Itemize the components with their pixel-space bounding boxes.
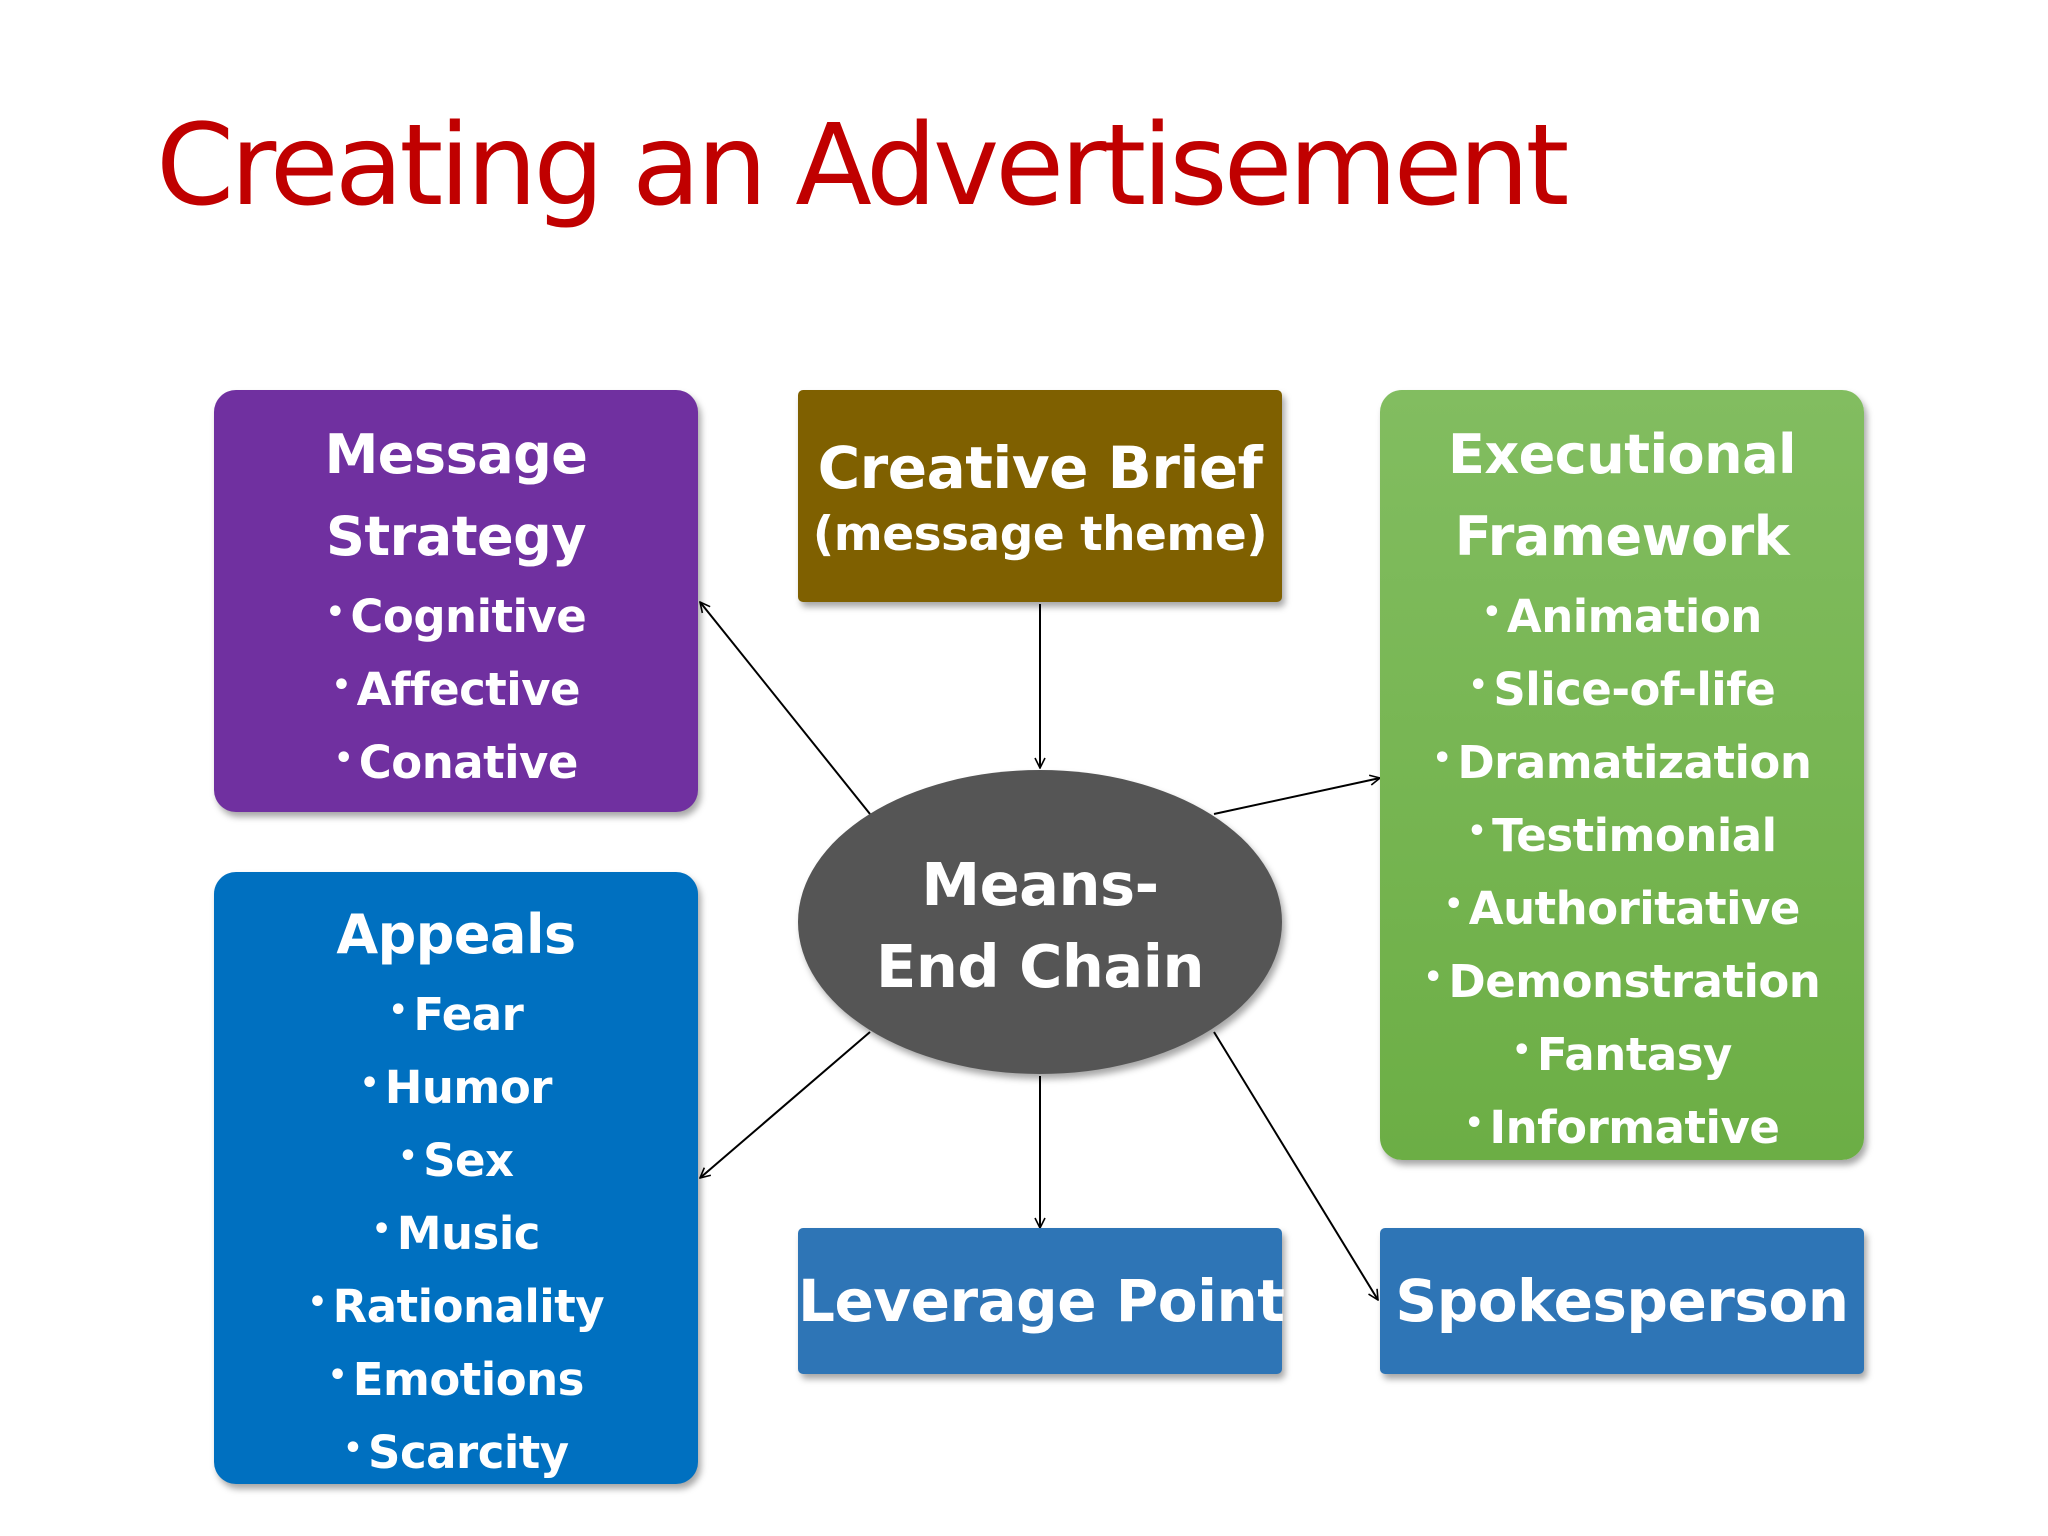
- list-item: Testimonial: [1380, 797, 1864, 870]
- message-strategy-box: Message Strategy Cognitive Affective Con…: [214, 390, 698, 812]
- list-item: Affective: [214, 651, 698, 724]
- spokesperson-box: Spokesperson: [1380, 1228, 1864, 1374]
- leverage-point-box: Leverage Point: [798, 1228, 1285, 1374]
- executional-framework-heading-line2: Framework: [1454, 505, 1790, 568]
- list-item: Authoritative: [1380, 870, 1864, 943]
- appeals-heading: Appeals: [336, 903, 576, 966]
- list-item: Fear: [214, 976, 698, 1049]
- message-strategy-heading-line1: Message: [324, 423, 588, 486]
- creative-brief-title: Creative Brief: [817, 434, 1263, 502]
- list-item: Informative: [1380, 1089, 1864, 1162]
- arrow-to-appeals: [700, 1031, 871, 1178]
- list-item: Demonstration: [1380, 943, 1864, 1016]
- appeals-box: Appeals Fear Humor Sex Music Rationality…: [214, 872, 698, 1484]
- list-item: Conative: [214, 724, 698, 797]
- message-strategy-heading-line2: Strategy: [325, 505, 587, 568]
- list-item: Slice-of-life: [1380, 651, 1864, 724]
- arrow-to-executional-framework: [1213, 778, 1380, 815]
- list-item: Humor: [214, 1049, 698, 1122]
- means-end-chain-line2: End Chain: [876, 932, 1204, 1001]
- list-item: Scarcity: [214, 1414, 698, 1487]
- slide-title: Creating an Advertisement: [156, 101, 1569, 231]
- list-item: Fantasy: [1380, 1016, 1864, 1089]
- list-item: Dramatization: [1380, 724, 1864, 797]
- list-item: Cognitive: [214, 578, 698, 651]
- creative-brief-subtitle: (message theme): [812, 507, 1268, 562]
- list-item: Rationality: [214, 1268, 698, 1341]
- list-item: Music: [214, 1195, 698, 1268]
- creative-brief-box: Creative Brief (message theme): [798, 390, 1282, 602]
- list-item: Emotions: [214, 1341, 698, 1414]
- executional-framework-heading-line1: Executional: [1447, 423, 1797, 486]
- message-strategy-list: Cognitive Affective Conative: [214, 578, 698, 797]
- means-end-chain-ellipse: Means- End Chain: [798, 770, 1282, 1074]
- arrow-to-message-strategy: [700, 602, 871, 815]
- means-end-chain-line1: Means-: [921, 850, 1159, 919]
- executional-framework-box: Executional Framework Animation Slice-of…: [1380, 390, 1864, 1160]
- executional-framework-list: Animation Slice-of-life Dramatization Te…: [1380, 578, 1864, 1162]
- appeals-list: Fear Humor Sex Music Rationality Emotion…: [214, 976, 698, 1487]
- list-item: Sex: [214, 1122, 698, 1195]
- list-item: Animation: [1380, 578, 1864, 651]
